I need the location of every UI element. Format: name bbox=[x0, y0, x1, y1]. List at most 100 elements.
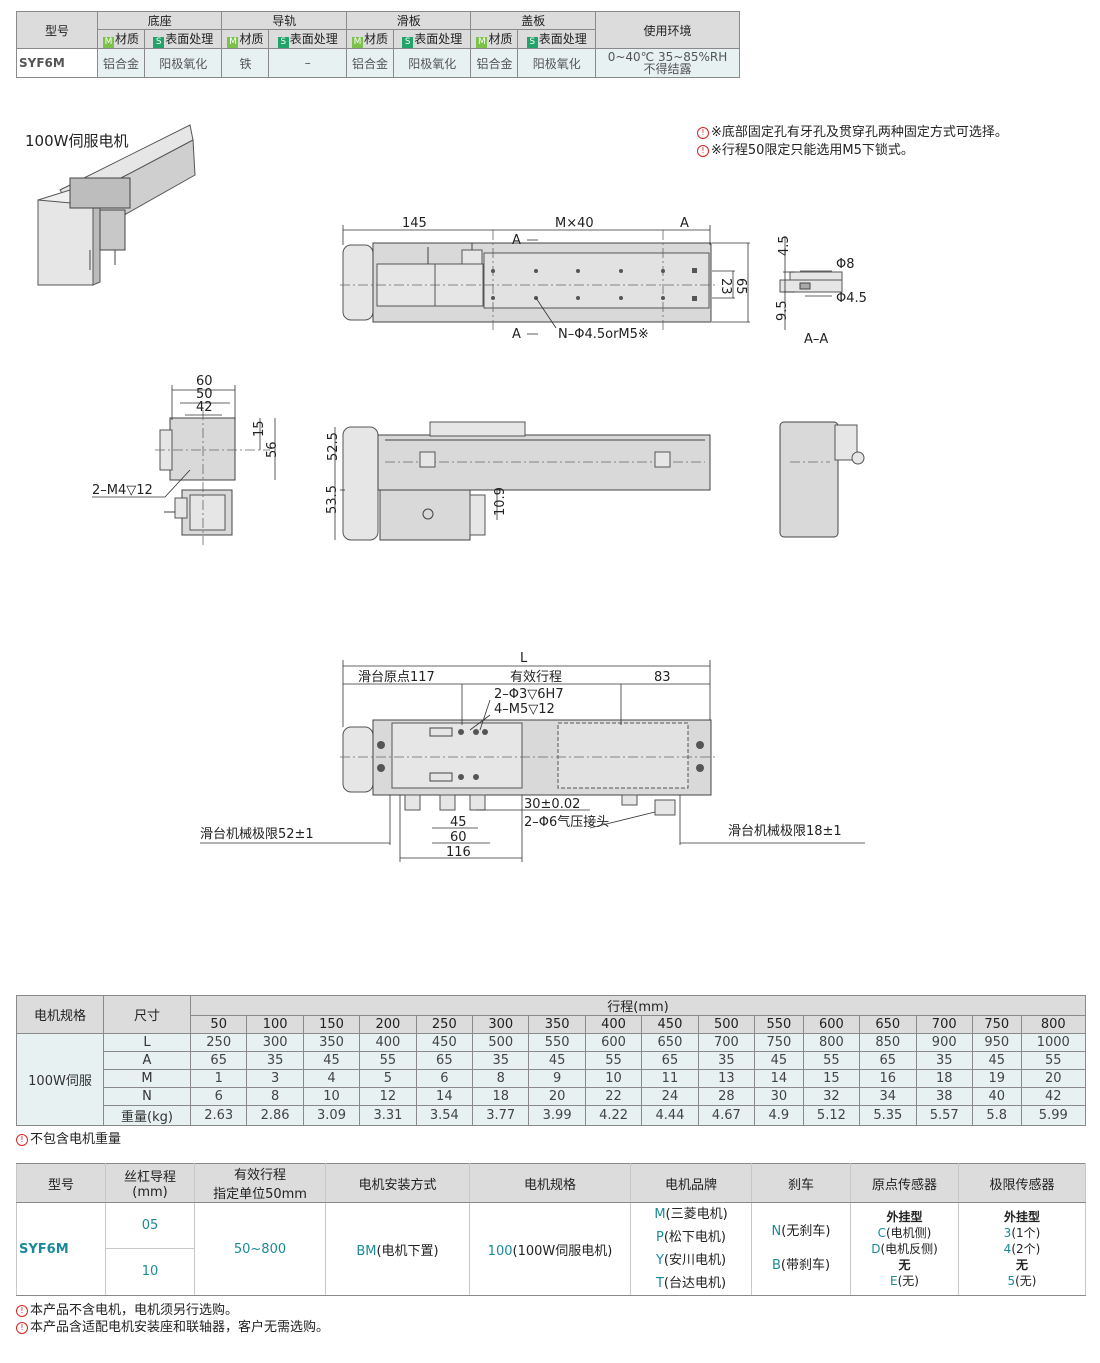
table-cell: 55 bbox=[802, 1051, 861, 1070]
order-mount: BM(电机下置) bbox=[325, 1202, 470, 1296]
order-header-mount: 电机安装方式 bbox=[325, 1163, 470, 1203]
stroke-col-header: 450 bbox=[641, 1015, 699, 1034]
table-cell: 5 bbox=[359, 1069, 417, 1088]
stroke-note: !不包含电机重量 bbox=[16, 1128, 121, 1147]
stroke-col-header: 350 bbox=[528, 1015, 586, 1034]
order-header-model: 型号 bbox=[16, 1163, 106, 1203]
section-aa: 4.5 9.5 Φ8 Φ4.5 A–A bbox=[775, 235, 867, 347]
table-cell: 34 bbox=[859, 1087, 917, 1106]
order-header-limit: 极限传感器 bbox=[958, 1163, 1086, 1203]
stroke-col-header: 400 bbox=[584, 1015, 643, 1034]
order-header-origin: 原点传感器 bbox=[850, 1163, 959, 1203]
dim-label: 60 bbox=[196, 374, 213, 389]
motor-spec-header: 电机规格 bbox=[16, 995, 104, 1034]
table-cell: 6 bbox=[415, 1069, 474, 1088]
table-cell: 24 bbox=[641, 1087, 699, 1106]
table-cell: 700 bbox=[697, 1033, 756, 1052]
table-cell: 450 bbox=[415, 1033, 474, 1052]
spec-value: 铝合金 bbox=[345, 48, 394, 78]
table-cell: 5.12 bbox=[802, 1105, 861, 1126]
table-cell: 35 bbox=[915, 1051, 973, 1070]
dim-label: 滑台原点117 bbox=[358, 670, 435, 685]
note-stroke-50: !※行程50限定只能选用M5下锁式。 bbox=[697, 139, 914, 158]
warning-icon: ! bbox=[16, 1305, 28, 1317]
ordering-code-table: 型号 丝杠导程 (mm) 有效行程 指定单位50mm 电机安装方式 电机规格 电… bbox=[16, 1163, 1086, 1296]
spec-value: 铝合金 bbox=[97, 48, 145, 78]
row-label: L bbox=[103, 1033, 191, 1052]
table-cell: 8 bbox=[472, 1069, 530, 1088]
table-cell: 20 bbox=[1020, 1069, 1087, 1088]
dim-label: 65 bbox=[733, 278, 748, 295]
stroke-col-header: 650 bbox=[859, 1015, 917, 1034]
order-header-motor-spec: 电机规格 bbox=[469, 1163, 631, 1203]
stroke-col-header: 600 bbox=[802, 1015, 861, 1034]
table-cell: 5.35 bbox=[859, 1105, 917, 1126]
stroke-col-header: 750 bbox=[971, 1015, 1022, 1034]
table-cell: 35 bbox=[246, 1051, 304, 1070]
row-label: N bbox=[103, 1087, 191, 1106]
dim-label: 145 bbox=[402, 216, 427, 231]
table-cell: 20 bbox=[528, 1087, 586, 1106]
order-header-brake: 刹车 bbox=[751, 1163, 851, 1203]
table-cell: 45 bbox=[302, 1051, 361, 1070]
table-cell: 30 bbox=[754, 1087, 804, 1106]
table-cell: 11 bbox=[641, 1069, 699, 1088]
motor-spec-value: 100W伺服 bbox=[16, 1033, 104, 1126]
hole-callout: N–Φ4.5orM5※ bbox=[558, 327, 649, 342]
dim-label: A bbox=[680, 216, 689, 231]
order-note-2: !本产品含适配电机安装座和联轴器，客户无需选购。 bbox=[16, 1316, 329, 1335]
stroke-col-header: 300 bbox=[472, 1015, 530, 1034]
table-cell: 15 bbox=[802, 1069, 861, 1088]
table-cell: 4.67 bbox=[697, 1105, 756, 1126]
table-cell: 14 bbox=[415, 1087, 474, 1106]
table-cell: 650 bbox=[641, 1033, 699, 1052]
dim-label: 83 bbox=[654, 670, 671, 685]
dim-label: 30±0.02 bbox=[524, 797, 580, 812]
table-cell: 950 bbox=[971, 1033, 1022, 1052]
table-cell: 13 bbox=[697, 1069, 756, 1088]
stroke-col-header: 150 bbox=[302, 1015, 361, 1034]
order-brand: M(三菱电机) P(松下电机) Y(安川电机) T(台达电机) bbox=[630, 1202, 752, 1296]
order-stroke: 50~800 bbox=[194, 1202, 326, 1296]
dim-label: 10.9 bbox=[493, 487, 508, 516]
dim-label: Φ8 bbox=[836, 257, 855, 272]
table-cell: 8 bbox=[246, 1087, 304, 1106]
dim-label: M×40 bbox=[555, 216, 594, 231]
order-limit: 外挂型 3(1个) 4(2个) 无 5(无) bbox=[958, 1202, 1086, 1296]
table-cell: 300 bbox=[246, 1033, 304, 1052]
section-mark: A bbox=[512, 327, 521, 342]
dim-label: 50 bbox=[196, 387, 213, 402]
table-cell: 55 bbox=[584, 1051, 643, 1070]
side-view: 52.5 53.5 10.9 bbox=[325, 421, 711, 541]
table-cell: 3.77 bbox=[472, 1105, 530, 1126]
air-callout: 2–Φ6气压接头 bbox=[524, 814, 609, 830]
table-cell: 40 bbox=[971, 1087, 1022, 1106]
dim-label: 有效行程 bbox=[510, 670, 562, 685]
pin-callout: 2–Φ3▽6H7 bbox=[494, 687, 564, 702]
warning-icon: ! bbox=[16, 1134, 28, 1146]
top-view: 145 M×40 A A A N–Φ4.5orM5※ 23 65 bbox=[340, 216, 750, 342]
note-fixing-hole: !※底部固定孔有牙孔及贯穿孔两种固定方式可选择。 bbox=[697, 121, 1008, 140]
table-cell: 2.86 bbox=[246, 1105, 304, 1126]
stroke-col-header: 800 bbox=[1020, 1015, 1087, 1034]
table-cell: 9 bbox=[528, 1069, 586, 1088]
table-cell: 400 bbox=[359, 1033, 417, 1052]
table-cell: 4.44 bbox=[641, 1105, 699, 1126]
product-photo bbox=[37, 124, 196, 286]
table-cell: 3.09 bbox=[302, 1105, 361, 1126]
table-cell: 5.57 bbox=[915, 1105, 973, 1126]
table-cell: 22 bbox=[584, 1087, 643, 1106]
warning-icon: ! bbox=[697, 127, 709, 139]
table-cell: 3 bbox=[246, 1069, 304, 1088]
table-cell: 14 bbox=[754, 1069, 804, 1088]
env-header: 使用环境 bbox=[595, 11, 740, 49]
table-cell: 55 bbox=[359, 1051, 417, 1070]
table-cell: 900 bbox=[915, 1033, 973, 1052]
